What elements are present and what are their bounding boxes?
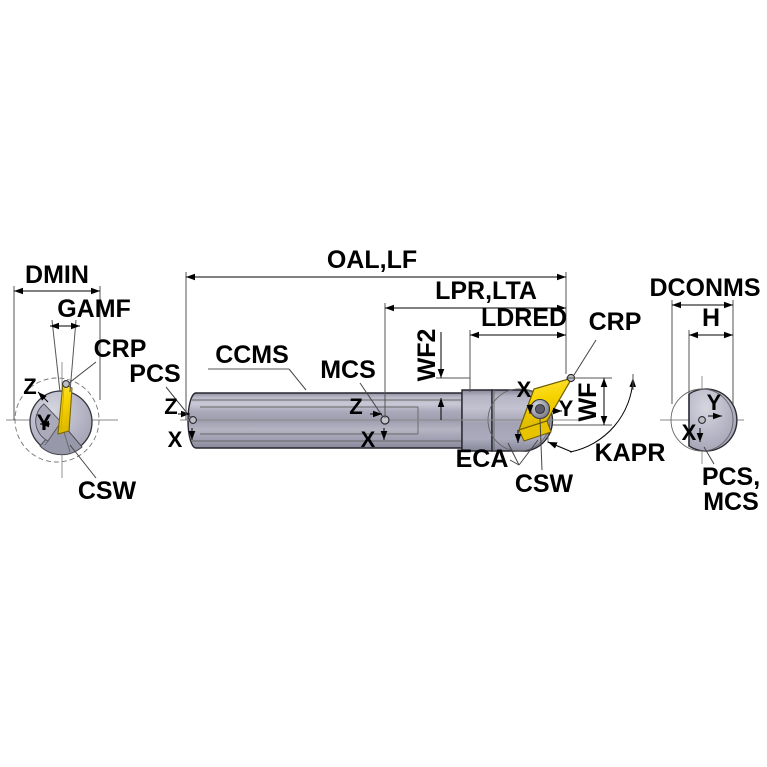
bar-head-transition <box>461 389 493 452</box>
mcs-axis-x-label: X <box>361 427 376 452</box>
pcs-axis-x-label: X <box>168 427 183 452</box>
right-view-axis-y-label: Y <box>707 390 722 415</box>
eca-leader-branch-2 <box>518 439 539 466</box>
right-view-pcs-mcs-leader <box>703 446 715 465</box>
oal-lf-label: OAL,LF <box>327 246 417 274</box>
mcs-axis-z-label: Z <box>349 394 362 419</box>
left-view-axis-y-label: Y <box>37 410 52 435</box>
ccms-leader <box>288 368 307 391</box>
right-view-pcs-mcs-label-line2: MCS <box>703 488 759 516</box>
lpr-lta-label: LPR,LTA <box>435 277 537 305</box>
h-label: H <box>702 304 720 332</box>
dmin-bore-circle <box>14 377 100 463</box>
right-view-outer-arc <box>670 388 734 452</box>
right-view-axis-x-label: X <box>682 420 697 445</box>
side-view-insert-flank <box>518 420 552 442</box>
eca-leader-stem <box>509 459 520 466</box>
pcs-label: PCS <box>129 360 180 388</box>
left-view-crp-leader <box>68 361 97 384</box>
pcs-axis-z-label: Z <box>164 394 177 419</box>
kapr-arc <box>569 377 636 453</box>
left-view-z-axis-arrow <box>37 391 49 403</box>
gamf-ext-right <box>69 319 77 393</box>
side-view-crp-label: CRP <box>589 308 642 336</box>
left-end-view: Z Y DMIN GAMF CRP CSW <box>6 261 146 505</box>
left-view-csw-leader <box>69 444 97 479</box>
left-view-insert-facet <box>60 387 65 431</box>
dmin-label: DMIN <box>25 261 89 289</box>
gamf-label: GAMF <box>57 295 131 323</box>
ccms-label: CCMS <box>215 341 289 369</box>
bar-shank-body <box>187 392 463 449</box>
dconms-label: DCONMS <box>649 274 760 302</box>
left-view-crp-label: CRP <box>94 335 147 363</box>
wf2-label: WF2 <box>413 329 441 382</box>
side-view-csw-leader <box>539 418 543 471</box>
side-view-csw-label: CSW <box>515 470 574 498</box>
insert-screw-torx <box>534 403 546 415</box>
left-view-crp-marker <box>62 380 70 388</box>
pcs-origin-marker <box>189 416 197 424</box>
insert-axis-x-label: X <box>517 377 532 402</box>
mcs-label: MCS <box>320 356 376 384</box>
right-view-pcs-mcs-label-line1: PCS, <box>702 463 760 491</box>
gamf-ext-left <box>51 319 61 393</box>
side-view: X Y PCS Z X MCS Z X CCMS OAL,LF <box>129 246 665 498</box>
right-end-view: Y X DCONMS H PCS, MCS <box>649 274 760 516</box>
wf-label: WF <box>574 383 602 422</box>
right-view-origin-marker <box>698 416 706 424</box>
eca-leader-branch-1 <box>507 442 520 466</box>
left-view-axis-z-label: Z <box>23 374 36 399</box>
kapr-label: KAPR <box>595 439 666 467</box>
kapr-arc-pointer <box>547 441 573 453</box>
left-view-csw-label: CSW <box>78 477 137 505</box>
ldred-label: LDRED <box>481 304 567 332</box>
insert-axis-y-label: Y <box>559 396 574 421</box>
side-view-crp-leader <box>573 339 597 376</box>
eca-label: ECA <box>456 445 509 473</box>
